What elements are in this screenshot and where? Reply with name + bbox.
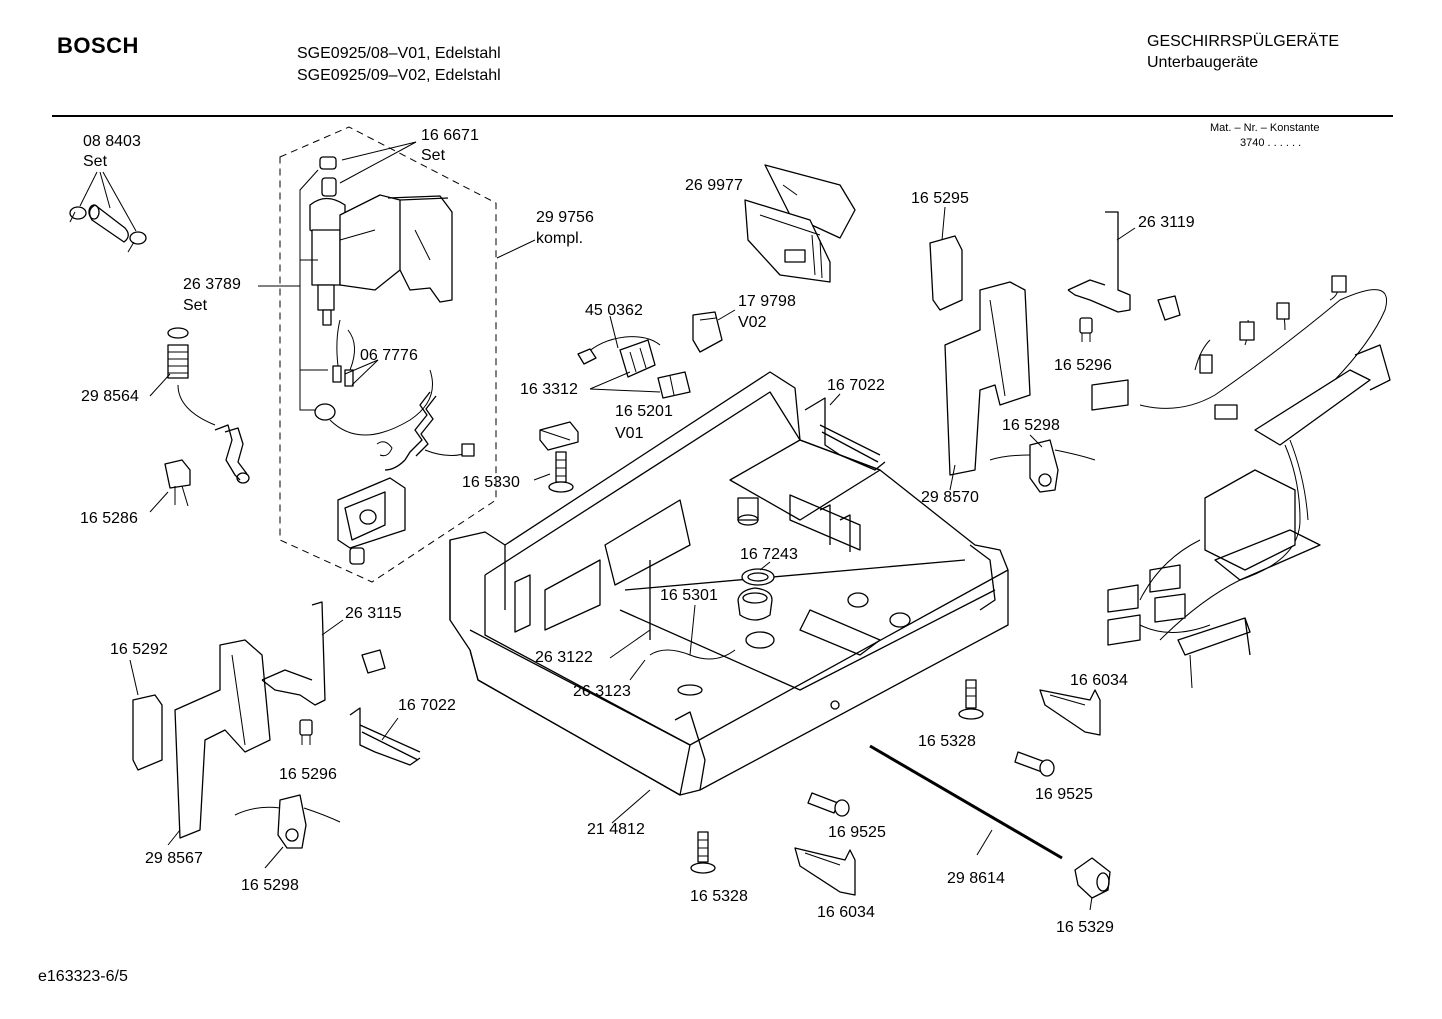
part-label-165298-upper: 16 5298: [1002, 417, 1060, 434]
part-label-165298-lower: 16 5298: [241, 877, 299, 894]
brand-logo: BOSCH: [57, 33, 139, 58]
sensor-165298a: [989, 434, 1096, 493]
bracket-298567: [167, 639, 271, 846]
valve-cover: [337, 477, 406, 565]
part-label-166671-set: Set: [421, 147, 446, 164]
part-label-298570: 29 8570: [921, 489, 979, 506]
part-label-214812: 21 4812: [587, 821, 645, 838]
sensor-165298b: [234, 794, 341, 869]
terminal-strip-166034b: [794, 847, 856, 896]
water-inlet-valve: [309, 156, 453, 326]
part-label-299756: 29 9756: [536, 209, 594, 226]
heater-167022-lower: [349, 707, 421, 766]
base-tray-214812: [449, 371, 1009, 824]
part-label-298567: 29 8567: [145, 850, 203, 867]
part-label-263789-set: Set: [183, 297, 208, 314]
part-label-263122: 26 3122: [535, 649, 593, 666]
part-label-165295: 16 5295: [911, 190, 969, 207]
part-label-165292: 16 5292: [110, 641, 168, 658]
part-label-166671: 16 6671: [421, 127, 479, 144]
part-label-088403: 08 8403: [83, 133, 141, 150]
clip-165286: [149, 459, 191, 513]
part-label-269977: 26 9977: [685, 177, 743, 194]
wiring-harness: [1091, 275, 1391, 689]
constant-value: 3740 . . . . . .: [1240, 137, 1301, 149]
spring-hose-298564: [149, 327, 250, 484]
switch-cluster: [577, 309, 736, 399]
part-label-165328-lower: 16 5328: [690, 888, 748, 905]
part-label-165201-v: V01: [615, 425, 644, 442]
drain-parts: [609, 561, 775, 696]
part-label-450362: 45 0362: [585, 302, 643, 319]
hose-clamp-set: [69, 171, 147, 253]
appliance-category: GESCHIRRSPÜLGERÄTE: [1147, 32, 1339, 50]
part-label-165301: 16 5301: [660, 587, 718, 604]
part-label-163312: 16 3312: [520, 381, 578, 398]
screw-169525b: [807, 792, 850, 817]
model-line-2: SGE0925/09–V02, Edelstahl: [297, 67, 501, 84]
heater-167022-upper: [804, 393, 886, 471]
part-label-179798-v: V02: [738, 314, 767, 331]
part-label-165296-upper: 16 5296: [1054, 357, 1112, 374]
part-label-263115: 26 3115: [345, 605, 402, 622]
constant-box: Mat. – Nr. – Konstante 3740 . . . . . .: [1210, 122, 1319, 149]
part-label-169525-upper: 16 9525: [1035, 786, 1093, 803]
bracket-263119: [1067, 211, 1181, 321]
bracket-298570: [944, 281, 1031, 491]
control-module-269977: [744, 164, 856, 283]
coiled-hose: [329, 369, 475, 471]
part-label-179798: 17 9798: [738, 293, 796, 310]
part-label-165201: 16 5201: [615, 403, 673, 420]
clip-165296b: [299, 719, 313, 745]
part-label-263123: 26 3123: [573, 683, 631, 700]
clip-165296a: [1079, 317, 1093, 342]
model-line-1: SGE0925/08–V01, Edelstahl: [297, 45, 501, 62]
part-label-165330: 16 5330: [462, 474, 520, 491]
part-label-298614: 29 8614: [947, 870, 1005, 887]
kit-outline: [279, 126, 497, 583]
part-label-165328-upper: 16 5328: [918, 733, 976, 750]
screw-165330: [533, 451, 574, 493]
screw-169525a: [1014, 751, 1055, 777]
part-label-165296-lower: 16 5296: [279, 766, 337, 783]
appliance-subcategory: Unterbaugeräte: [1147, 54, 1258, 71]
part-label-299756-kompl: kompl.: [536, 230, 583, 247]
screw-165328b: [690, 831, 716, 874]
terminal-strip-166034a: [1039, 689, 1101, 736]
part-label-169525-lower: 16 9525: [828, 824, 886, 841]
bracket-165295: [929, 206, 963, 311]
part-label-263119: 26 3119: [1138, 214, 1195, 231]
bracket-263115: [261, 601, 386, 706]
part-label-165329: 16 5329: [1056, 919, 1114, 936]
part-label-088403-set: Set: [83, 153, 108, 170]
part-label-167243: 16 7243: [740, 546, 798, 563]
part-label-298564: 29 8564: [81, 388, 139, 405]
drawing-id: e163323-6/5: [38, 968, 128, 985]
screw-165328a: [958, 679, 984, 720]
part-label-166034-upper: 16 6034: [1070, 672, 1128, 689]
constant-label: Mat. – Nr. – Konstante: [1210, 122, 1319, 134]
part-label-166034-lower: 16 6034: [817, 904, 875, 921]
header: BOSCH SGE0925/08–V01, Edelstahl SGE0925/…: [52, 32, 1393, 117]
connectors-067776: [314, 319, 379, 421]
knob-165329: [1074, 857, 1111, 911]
part-label-167022-lower: 16 7022: [398, 697, 456, 714]
part-label-067776: 06 7776: [360, 347, 418, 364]
part-label-167022-upper: 16 7022: [827, 377, 885, 394]
part-label-165286: 16 5286: [80, 510, 138, 527]
sensor-165330: [539, 421, 579, 451]
rod-298614: [869, 744, 1063, 860]
part-label-263789: 26 3789: [183, 276, 241, 293]
bracket-165292: [129, 659, 163, 771]
